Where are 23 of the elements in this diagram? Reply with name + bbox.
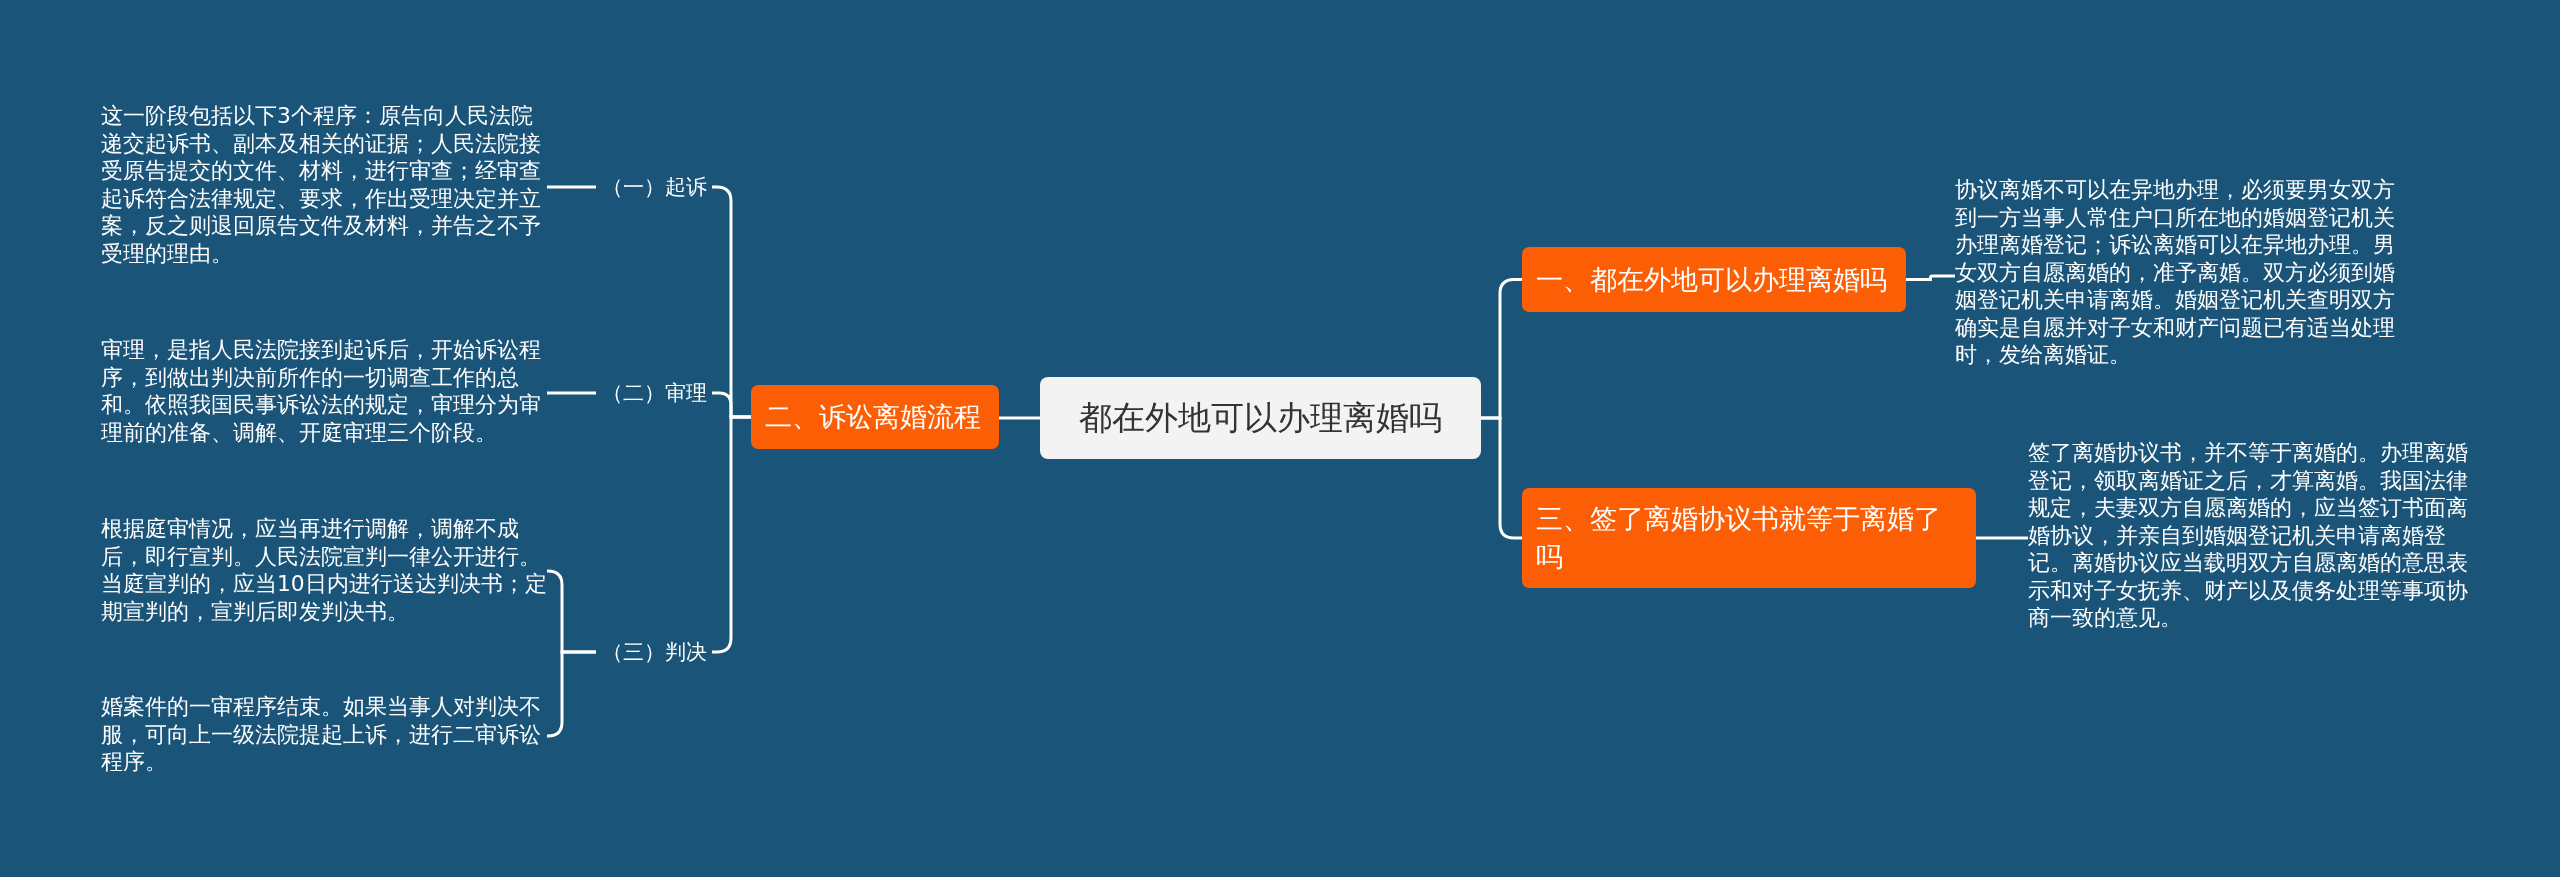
detail-text: 签了离婚协议书，并不等于离婚的。办理离婚登记，领取离婚证之后，才算离婚。我国法律规定，夫妻双方自愿离婚的，应当签订书面离婚协议，并亲自到婚姻登记机关申请离婚登记。离婚协议应当载明双方自愿离婚的意思表示和对子女抚养、财产以及债务处理等事项协商一致的意见。 [2028,439,2473,639]
connector-line [999,416,1040,420]
branch-topic-box [1522,247,1906,312]
topic-text: 都在外地可以办理离婚吗 [1079,396,1442,439]
detail-text: 审理，是指人民法院接到起诉后，开始诉讼程序，到做出判决前所作的一切调查工作的总和。依照我国民事诉讼法的规定，审理分为审理前的准备、调解、开庭审理三个阶段。 [101,336,547,448]
connector-line [547,185,596,189]
connector-line [1976,536,2028,540]
connector-line [1481,416,1522,540]
branch-topic-box [1522,488,1976,588]
detail-text: 这一阶段包括以下3个程序：原告向人民法院递交起诉书、副本及相关的证据；人民法院接受原告提交的文件、材料，进行审查；经审查起诉符合法律规定、要求，作出受理决定并立案，反之则退回原告文件及材料，并告之不予受理的理由。 [101,102,547,272]
connector-line [547,391,596,395]
branch-topic-box [751,385,999,449]
central-topic-box [1040,377,1481,459]
subtopic-label: （三）判决 [596,635,712,669]
subtopic-label: （二）审理 [596,376,712,410]
subtopic-label: （一）起诉 [596,170,712,204]
connector-line [1906,274,1955,281]
topic-text: 二、诉讼离婚流程 [765,400,981,435]
topic-text: 三、签了离婚协议书就等于离婚了吗 [1536,502,1942,574]
detail-text: 协议离婚不可以在异地办理，必须要男女双方到一方当事人常住户口所在地的婚姻登记机关办理离婚登记；诉讼离婚可以在异地办理。男女双方自愿离婚的，准予离婚。双方必须到婚姻登记机关申请离婚。婚姻登记机关查明双方确实是自愿并对子女和财产问题已有适当处理时，发给离婚证。 [1955,176,2400,376]
topic-text: 一、都在外地可以办理离婚吗 [1536,262,1887,297]
detail-text: 婚案件的一审程序结束。如果当事人对判决不服，可向上一级法院提起上诉，进行二审诉讼程序。 [101,693,547,779]
detail-text: 根据庭审情况，应当再进行调解，调解不成后，即行宣判。人民法院宣判一律公开进行。当庭宣判的，应当10日内进行送达判决书；定期宣判的，宣判后即发判决书。 [101,515,547,627]
